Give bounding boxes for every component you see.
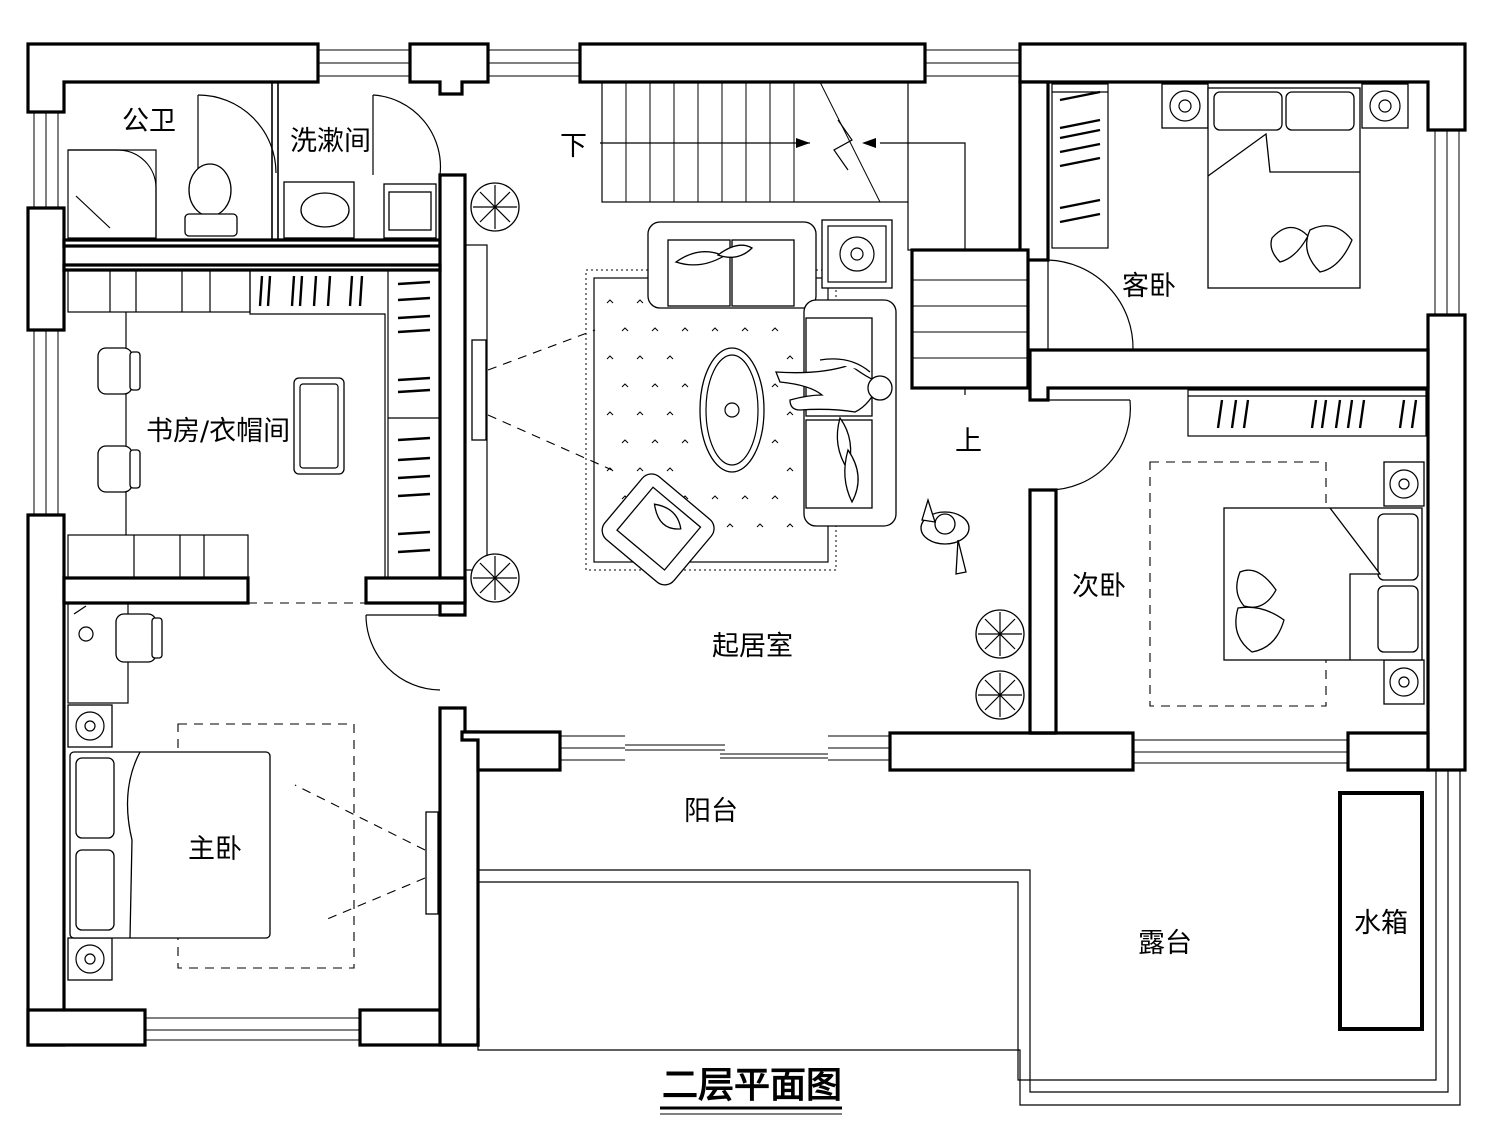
rug-mark bbox=[711, 327, 719, 332]
water-tank bbox=[1338, 791, 1424, 1031]
rug-mark bbox=[681, 439, 689, 444]
label-public-bath: 公卫 bbox=[122, 106, 176, 137]
rug-mark bbox=[606, 355, 614, 360]
label-study: 书房/衣帽间 bbox=[146, 416, 290, 447]
rug-mark bbox=[681, 383, 689, 388]
doors bbox=[197, 94, 1134, 691]
rug-mark bbox=[771, 383, 779, 388]
rug-mark bbox=[786, 355, 794, 360]
label-terrace: 露台 bbox=[1138, 928, 1192, 959]
living-furniture bbox=[464, 182, 1025, 720]
plant-icon bbox=[470, 553, 520, 603]
label-guest-bedroom: 客卧 bbox=[1122, 271, 1176, 302]
rug-mark bbox=[636, 299, 644, 304]
rug-mark bbox=[621, 327, 629, 332]
staircase bbox=[600, 81, 1030, 395]
label-stair-down: 下 bbox=[560, 131, 587, 162]
guest-bedroom-furniture bbox=[1051, 83, 1409, 289]
rug-mark bbox=[606, 299, 614, 304]
exterior-walls bbox=[26, 42, 1467, 1047]
rug-mark bbox=[636, 355, 644, 360]
rug-mark bbox=[771, 439, 779, 444]
rug-mark bbox=[606, 411, 614, 416]
rug-mark bbox=[636, 411, 644, 416]
rug-mark bbox=[666, 411, 674, 416]
terrace-boundary bbox=[477, 770, 1461, 1106]
rug-mark bbox=[681, 327, 689, 332]
label-master-bedroom: 主卧 bbox=[188, 834, 242, 865]
master-bedroom-furniture bbox=[67, 602, 439, 981]
label-wash-room: 洗漱间 bbox=[290, 126, 371, 157]
plant-icon bbox=[975, 609, 1025, 659]
label-balcony: 阳台 bbox=[684, 796, 738, 827]
rug-mark bbox=[741, 327, 749, 332]
rug-mark bbox=[621, 383, 629, 388]
rug-mark bbox=[651, 439, 659, 444]
study-furniture bbox=[67, 269, 440, 604]
plan-title: 二层平面图 bbox=[660, 1065, 842, 1115]
room-labels: 公卫 洗漱间 下 书房/衣帽间 客卧 上 次卧 起居室 主卧 阳台 露台 水箱 bbox=[122, 106, 1408, 959]
rug-mark bbox=[771, 495, 779, 500]
rug-mark bbox=[636, 467, 644, 472]
rug-mark bbox=[786, 523, 794, 528]
bath-fixtures bbox=[67, 149, 437, 239]
second-bedroom-furniture bbox=[1149, 389, 1427, 707]
rug-mark bbox=[666, 467, 674, 472]
rug-mark bbox=[786, 467, 794, 472]
windows bbox=[33, 49, 1460, 1041]
rug-mark bbox=[741, 495, 749, 500]
plant-icon bbox=[470, 182, 520, 232]
rug-mark bbox=[651, 383, 659, 388]
rug-mark bbox=[606, 467, 614, 472]
rug-mark bbox=[711, 495, 719, 500]
label-water-tank: 水箱 bbox=[1354, 908, 1408, 939]
rug-mark bbox=[771, 327, 779, 332]
plant-icon bbox=[975, 670, 1025, 720]
label-stair-up: 上 bbox=[955, 426, 982, 457]
label-second-bedroom: 次卧 bbox=[1072, 571, 1126, 602]
plan-title-text: 二层平面图 bbox=[662, 1065, 842, 1106]
rug-mark bbox=[726, 523, 734, 528]
rug-mark bbox=[756, 523, 764, 528]
rug-mark bbox=[786, 411, 794, 416]
rug-mark bbox=[666, 355, 674, 360]
rug-mark bbox=[651, 327, 659, 332]
rug-mark bbox=[621, 439, 629, 444]
label-living-room: 起居室 bbox=[712, 631, 793, 662]
